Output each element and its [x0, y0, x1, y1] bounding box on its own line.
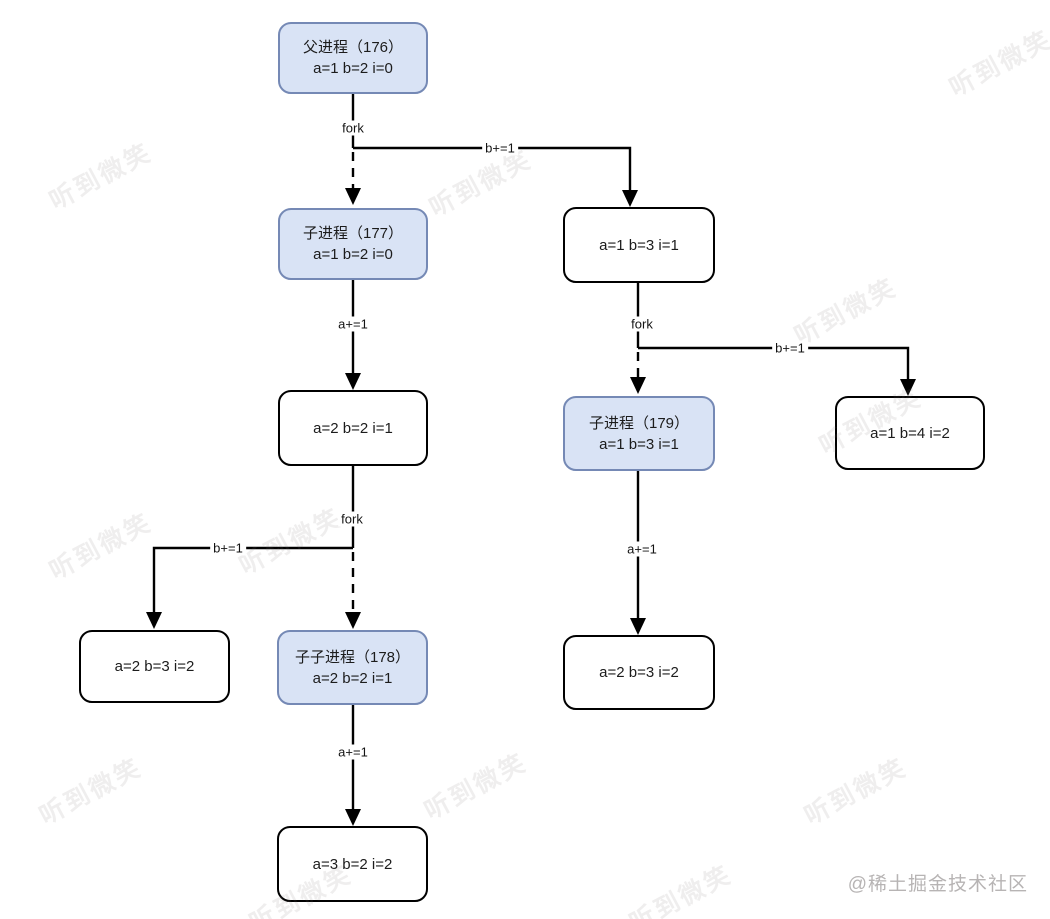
- edge-branch-b3: [152, 546, 353, 620]
- node-state: a=1 b=2 i=0: [313, 246, 393, 263]
- arrowhead: [630, 377, 646, 394]
- edge-label-a-plus-2: a+=1: [624, 541, 660, 557]
- node-state-a2b3i2-right: a=2 b=3 i=2: [563, 635, 715, 710]
- node-title: 父进程（176）: [302, 39, 404, 56]
- arrowhead: [900, 379, 916, 396]
- node-state: a=3 b=2 i=2: [312, 855, 393, 873]
- edge-label-fork: fork: [339, 120, 367, 136]
- edge-branch-b2: [638, 346, 910, 387]
- juejin-community-watermark: @稀土掘金技术社区: [847, 874, 1028, 895]
- node-title: 子子进程（178）: [294, 648, 411, 666]
- node-state: a=1 b=3 i=1: [599, 236, 679, 254]
- node-state: a=1 b=2 i=0: [313, 60, 393, 77]
- node-state: a=2 b=2 i=1: [312, 669, 393, 687]
- arrowhead: [345, 809, 361, 826]
- node-state-a2b3i2-left: a=2 b=3 i=2: [79, 630, 230, 703]
- edge-branch-b1: [353, 146, 632, 198]
- edge-label-fork: fork: [338, 511, 366, 527]
- arrowhead: [622, 190, 638, 207]
- node-title: 子进程（179）: [588, 414, 690, 432]
- node-state: a=2 b=3 i=2: [599, 664, 679, 681]
- edge-label-b-plus-2: b+=1: [772, 340, 808, 356]
- edge-label-a-plus-1: a+=1: [335, 316, 371, 332]
- arrowhead: [146, 612, 162, 629]
- node-state: a=1 b=4 i=2: [870, 424, 950, 442]
- node-state: a=2 b=2 i=1: [313, 419, 393, 437]
- edge-label-b-plus-3: b+=1: [210, 540, 246, 556]
- arrowhead: [345, 612, 361, 629]
- node-state-a2b2i1: a=2 b=2 i=1: [278, 390, 428, 466]
- node-state-a1b4i2: a=1 b=4 i=2: [835, 396, 985, 470]
- edge-label-b-plus-1: b+=1: [482, 140, 518, 156]
- arrowhead: [345, 188, 361, 205]
- arrowhead: [345, 373, 361, 390]
- node-title: 子进程（177）: [302, 225, 404, 242]
- node-child-179: 子进程（179） a=1 b=3 i=1: [563, 396, 715, 471]
- node-parent-176: 父进程（176） a=1 b=2 i=0: [278, 22, 428, 94]
- node-state: a=2 b=3 i=2: [114, 658, 195, 675]
- edge-label-a-plus-3: a+=1: [335, 744, 371, 760]
- arrowhead: [630, 618, 646, 635]
- node-state-a1b3i1: a=1 b=3 i=1: [563, 207, 715, 283]
- edge-label-fork: fork: [628, 316, 656, 332]
- node-state: a=1 b=3 i=1: [599, 435, 679, 453]
- node-child-177: 子进程（177） a=1 b=2 i=0: [278, 208, 428, 280]
- node-state-a3b2i2: a=3 b=2 i=2: [277, 826, 428, 902]
- node-child-178: 子子进程（178） a=2 b=2 i=1: [277, 630, 428, 705]
